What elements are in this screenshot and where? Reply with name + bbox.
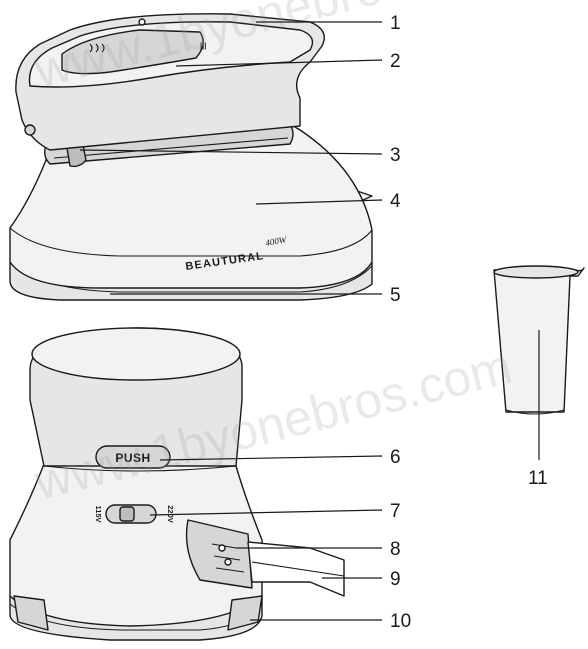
callout-5: 5 xyxy=(390,285,401,306)
steam-button-pad[interactable] xyxy=(61,29,204,75)
voltage-low-label: 115V xyxy=(94,505,103,522)
callout-2: 2 xyxy=(390,51,401,72)
callout-7: 7 xyxy=(390,501,401,522)
callouts: 1 2 3 4 5 6 7 8 9 10 11 xyxy=(79,13,548,632)
steamer-body xyxy=(9,123,373,289)
voltage-switch-knob xyxy=(119,506,135,522)
steam-level-icon xyxy=(89,43,105,53)
indicator-dot xyxy=(138,18,146,26)
callout-8: 8 xyxy=(390,539,401,560)
rear-body xyxy=(9,463,263,627)
side-dial xyxy=(24,124,36,136)
steamer-bottom-view: PUSH 115V 220V xyxy=(9,327,345,641)
callout-1: 1 xyxy=(390,13,401,34)
push-label: PUSH xyxy=(115,451,150,465)
cup-rim xyxy=(493,265,579,279)
power-label: 400W xyxy=(265,234,289,248)
push-release-button[interactable] xyxy=(95,445,171,469)
callout-6: 6 xyxy=(390,447,401,468)
steamer-top-view: ||| BEAUTURAL 400W xyxy=(9,13,373,301)
heat-icon: ||| xyxy=(200,41,206,50)
callout-3: 3 xyxy=(390,145,401,166)
callout-10: 10 xyxy=(390,611,411,632)
callout-4: 4 xyxy=(390,191,401,212)
callout-9: 9 xyxy=(390,569,401,590)
cap-top xyxy=(31,327,241,381)
callout-11: 11 xyxy=(528,468,548,489)
